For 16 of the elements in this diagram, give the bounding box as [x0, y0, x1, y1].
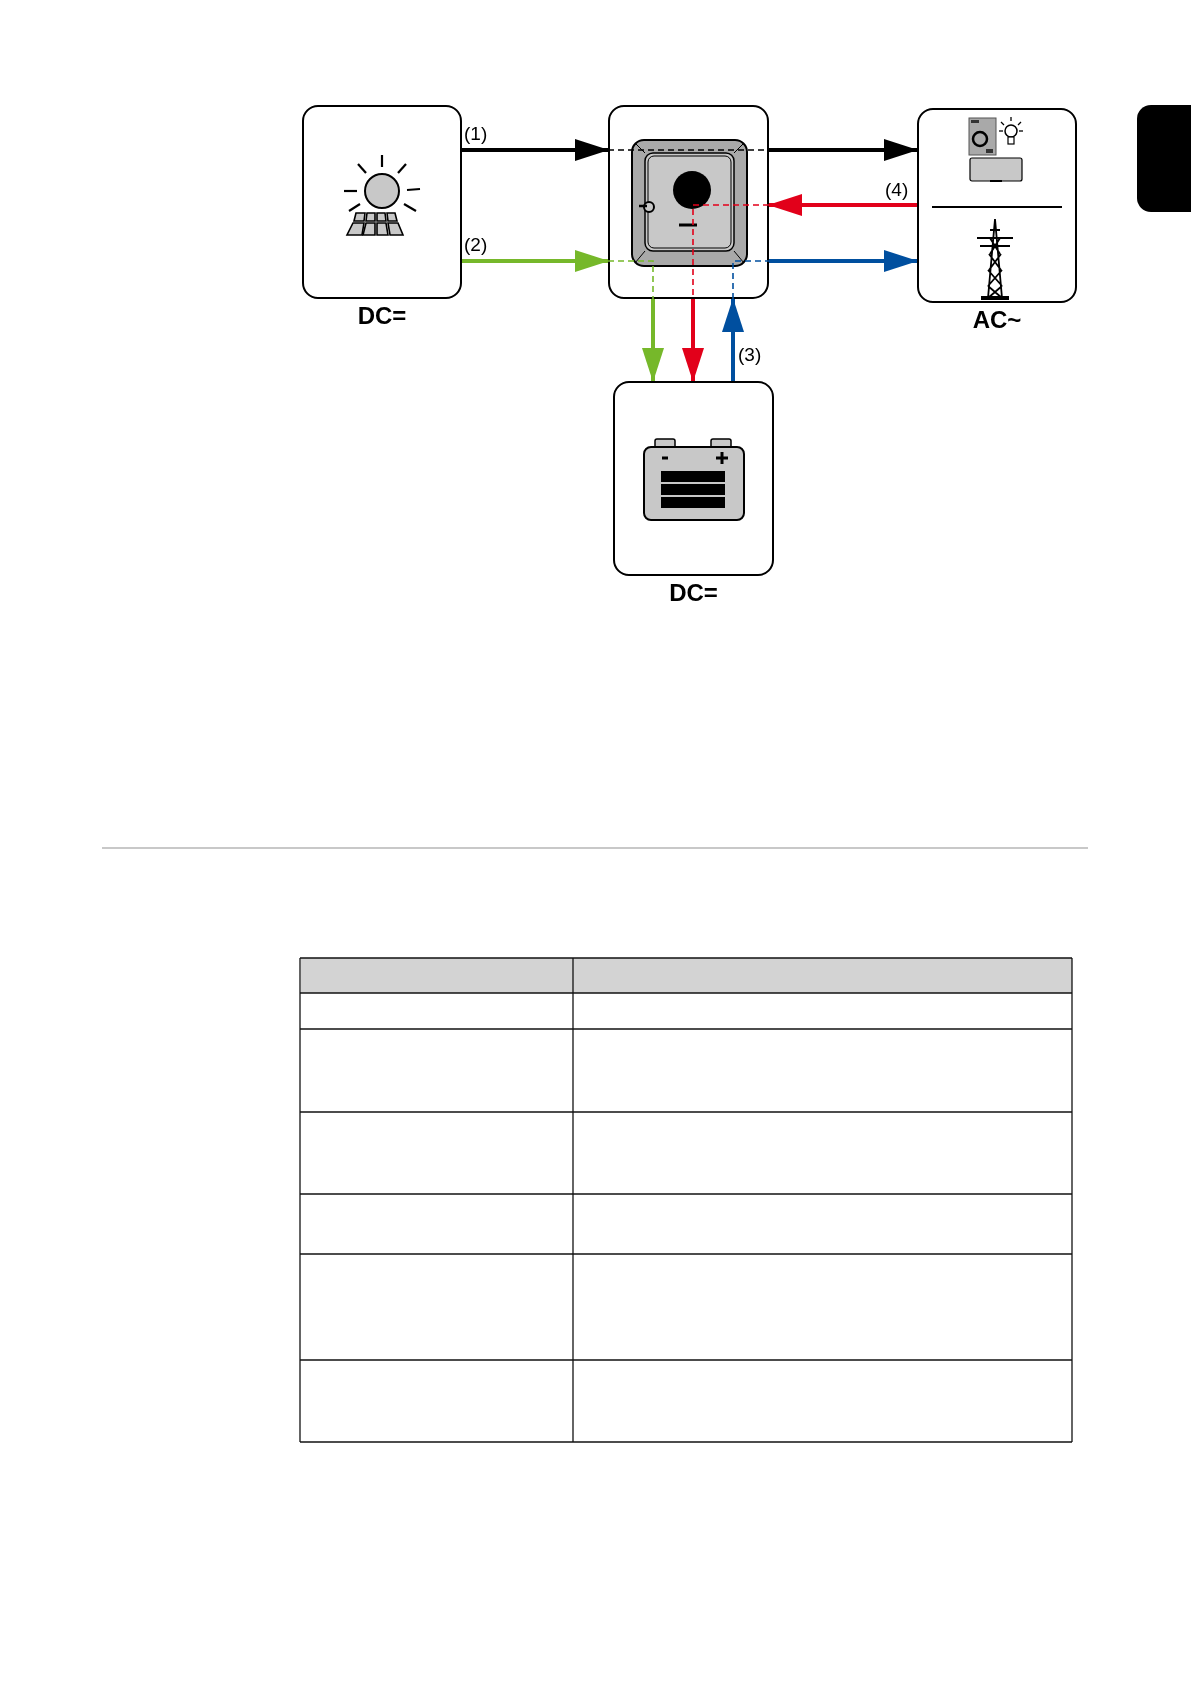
edge-label: (4) — [884, 180, 910, 200]
edge-label: (2) — [463, 235, 489, 255]
flow-arrow — [769, 250, 918, 272]
flow-arrow — [768, 194, 917, 216]
edge-label: (1) — [463, 124, 489, 144]
flow-arrow — [682, 299, 704, 382]
current-type-label: DC= — [356, 303, 408, 329]
flow-arrow — [642, 299, 664, 382]
flow-arrow — [462, 250, 609, 272]
edge-label: (3) — [737, 345, 763, 365]
flow-arrow — [722, 298, 744, 381]
device-box — [608, 105, 769, 299]
current-type-label: AC~ — [971, 307, 1023, 333]
flow-arrow — [462, 139, 609, 161]
flow-arrow — [769, 139, 918, 161]
current-type-label: DC= — [668, 580, 719, 606]
